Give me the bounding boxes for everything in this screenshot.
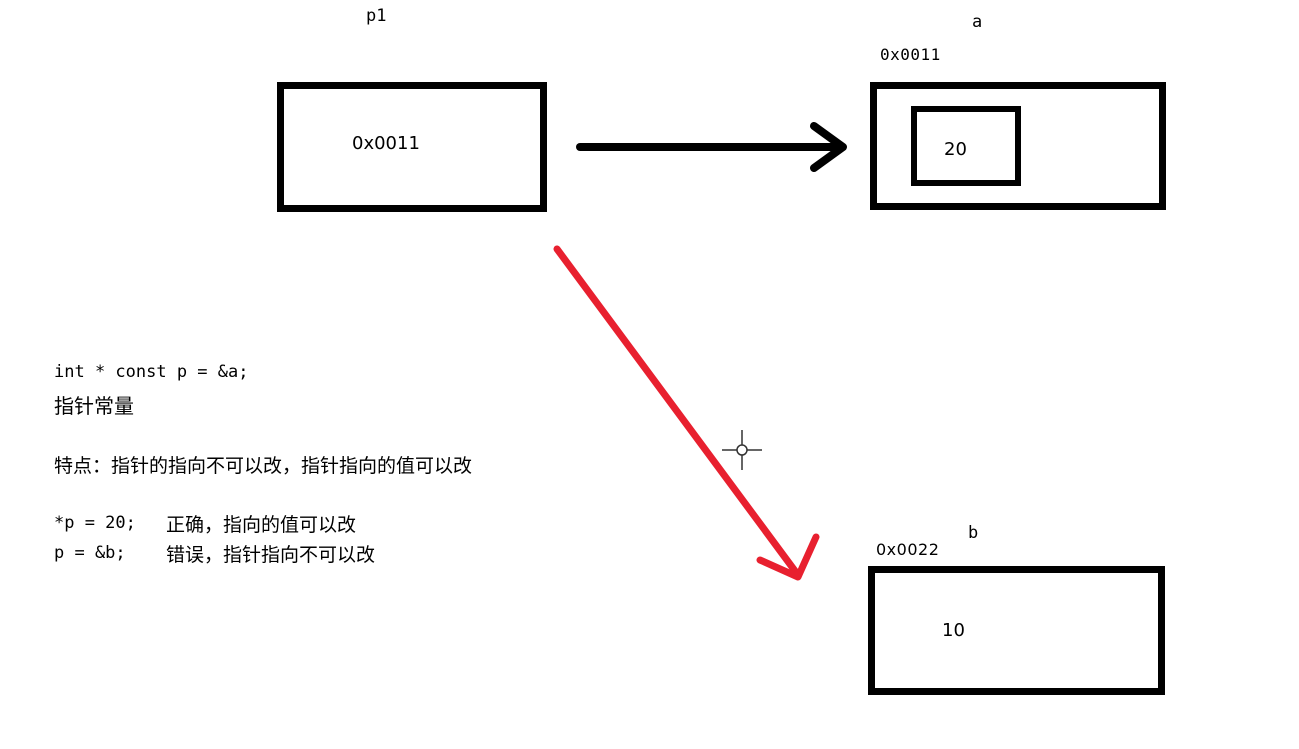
feature-description: 特点：指针的指向不可以改，指针指向的值可以改 <box>54 455 473 477</box>
var-a-inner-box <box>911 106 1021 186</box>
example-line-1-text: 正确，指向的值可以改 <box>166 514 357 536</box>
crosshair-cursor-icon <box>722 430 762 470</box>
var-b-name-label: b <box>968 523 979 543</box>
var-a-box <box>870 82 1166 210</box>
code-declaration: int * const p = &a; <box>54 362 249 382</box>
pointer-name-label: p1 <box>366 6 387 26</box>
black-arrow <box>576 122 847 172</box>
var-b-value: 10 <box>942 620 965 641</box>
concept-title: 指针常量 <box>54 394 134 418</box>
var-a-name-label: a <box>972 12 983 32</box>
var-a-address: 0x0011 <box>880 45 941 64</box>
var-b-box <box>868 566 1165 695</box>
red-arrow <box>553 245 820 581</box>
pointer-value: 0x0011 <box>352 133 420 154</box>
var-b-address: 0x0022 <box>876 540 940 559</box>
example-line-2-text: 错误，指针指向不可以改 <box>166 544 376 566</box>
example-line-2-code: p = &b; <box>54 543 126 563</box>
var-a-value: 20 <box>944 139 967 160</box>
example-line-1-code: *p = 20; <box>54 513 136 533</box>
pointer-box <box>277 82 547 212</box>
